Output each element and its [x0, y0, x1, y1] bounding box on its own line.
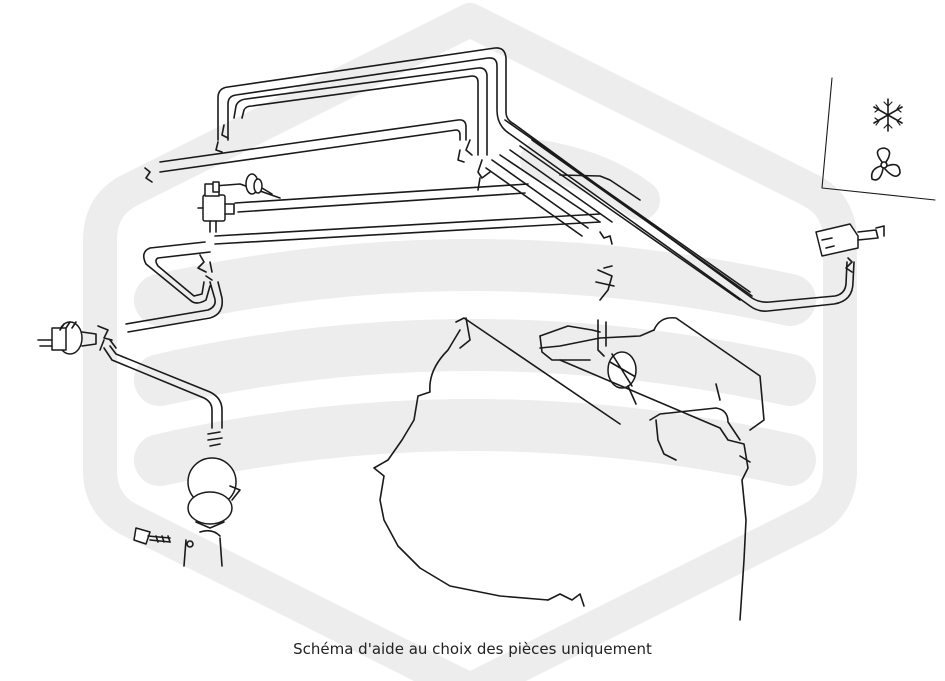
caption: Schéma d'aide au choix des pièces unique…: [293, 640, 652, 658]
watermark-logo: [83, 3, 857, 681]
engine-block: [373, 316, 765, 621]
vacuum-unit-left: [37, 321, 113, 355]
fan-icon: [870, 147, 901, 181]
right-actuator: [815, 223, 885, 257]
legend-panel: [821, 77, 936, 201]
wing-screw: [133, 527, 171, 545]
horizontal-tubes: [144, 119, 601, 245]
upper-hose-loop: [217, 47, 855, 312]
small-damper: [245, 173, 273, 195]
connectors: [215, 124, 853, 301]
snowflake-icon: [873, 98, 903, 132]
left-s-hose: [125, 241, 224, 333]
vacuum-reservoir: [183, 457, 241, 567]
thermo-valve: [597, 319, 637, 405]
reservoir-hose: [99, 339, 223, 447]
solenoid-valve: [197, 181, 235, 233]
